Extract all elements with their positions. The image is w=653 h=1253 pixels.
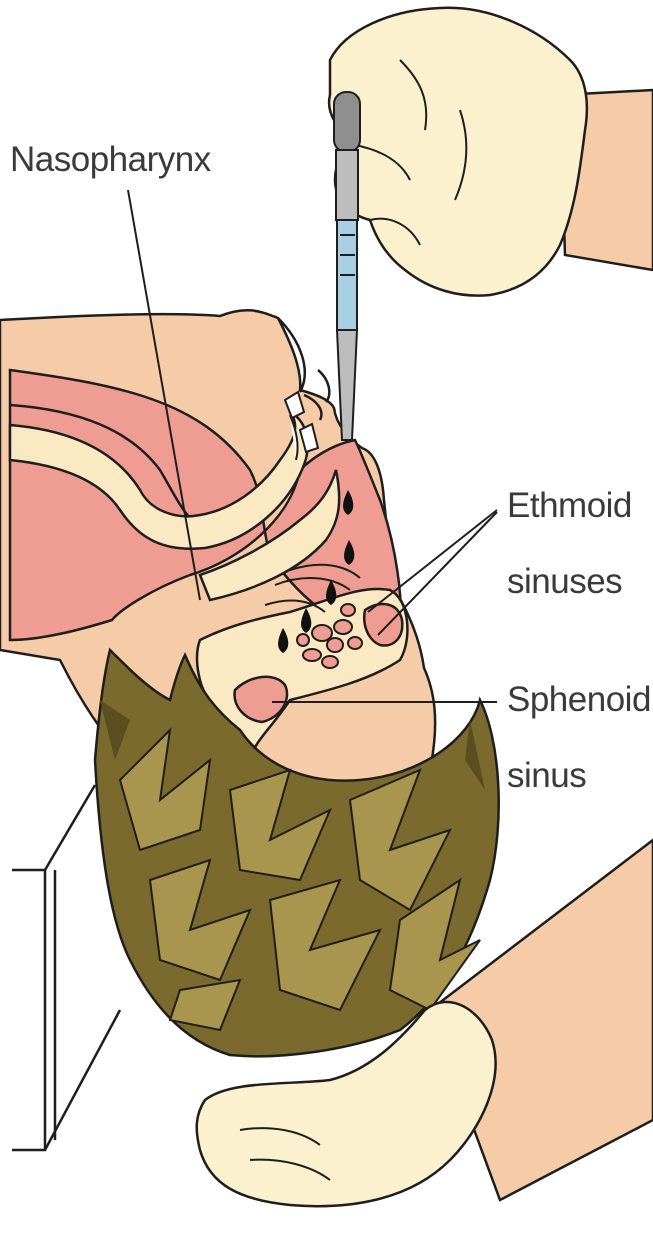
ethmoid-label-line-1: Ethmoid [507,486,632,526]
nasopharynx-label: Nasopharynx [10,140,211,180]
sphenoid-label-line-1: Sphenoid [507,680,651,720]
sphenoid-label-line-2: sinus [507,756,586,796]
upper-glove [329,8,587,296]
ethmoid-label-line-2: sinuses [507,562,622,602]
dropper [334,92,360,440]
